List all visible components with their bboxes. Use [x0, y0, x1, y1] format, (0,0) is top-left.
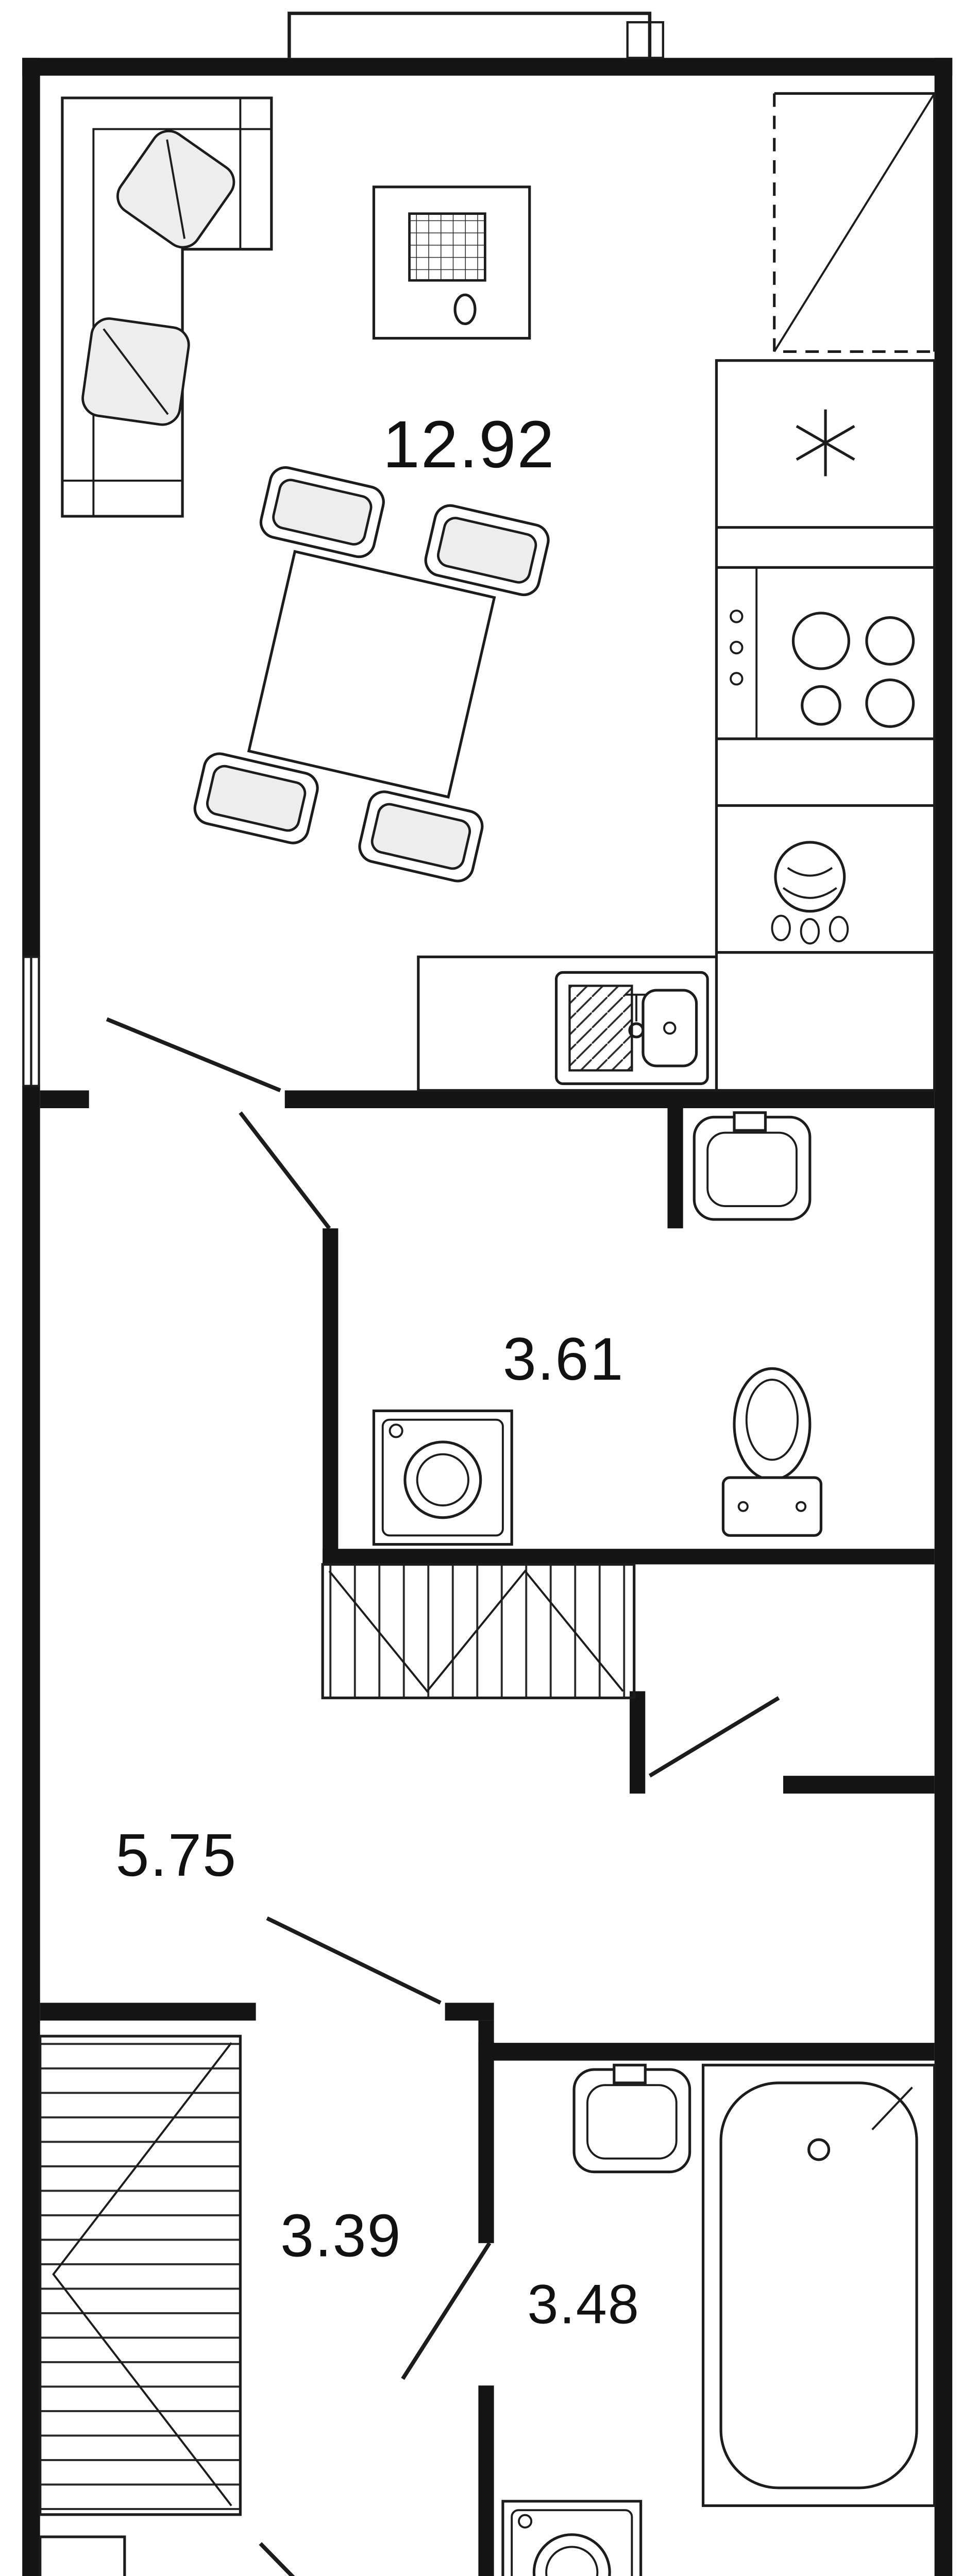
nightstand-icon [39, 2535, 126, 2576]
fridge-snowflake-icon [796, 409, 855, 477]
tall-cabinet-icon [773, 92, 936, 353]
room-area-label-bath-top: 3.61 [503, 1325, 624, 1393]
wall-hall-bath2-lower [478, 2385, 494, 2576]
room-area-labels: 12.92 3.61 5.75 3.39 3.48 9.84 [116, 408, 640, 2335]
room-area-label-living: 12.92 [383, 408, 555, 482]
wall-hall-top-left [40, 2003, 256, 2021]
chair-icon [259, 466, 385, 558]
door-leaf-icon [106, 1017, 281, 1093]
wall-left-lower [22, 1086, 40, 2576]
desk-computer-icon [372, 185, 531, 340]
wall-top [22, 58, 953, 76]
wardrobe-icon [39, 2035, 242, 2516]
bathtub-icon [701, 2063, 936, 2507]
room-area-label-corridor: 5.75 [116, 1821, 238, 1889]
kitchen-sink-icon [417, 955, 718, 1092]
walls [22, 58, 953, 2576]
washing-machine-icon [372, 1409, 513, 1546]
wall-bath1-left [323, 1228, 339, 1565]
wall-bath2-top [478, 2043, 935, 2061]
dining-table-icon [193, 466, 550, 883]
chair-icon [358, 790, 484, 883]
hall-and-bathroom-bottom [39, 2035, 936, 2576]
wall-corridor-divider [783, 1775, 935, 1794]
balcony-box-top [626, 21, 664, 59]
balconies [288, 11, 664, 59]
door-leaf-icon [266, 1916, 442, 2005]
wall-bath1-stub [667, 1108, 683, 1229]
window-icon [22, 956, 40, 1087]
bathroom-top [321, 1111, 822, 1700]
wall-left-upper [22, 58, 40, 957]
door-leaf-icon [648, 1696, 780, 1778]
washing-machine-icon [501, 2500, 643, 2576]
toilet-icon [721, 1367, 822, 1537]
sofa-icon [61, 96, 273, 518]
windows [22, 956, 40, 1087]
balcony-parapet-icon [288, 11, 652, 58]
door-leaf-icon [401, 2242, 492, 2380]
door-leaf-icon [259, 2542, 295, 2576]
wall-bath1-bottom [323, 1549, 935, 1565]
door-leaf-icon [239, 1111, 331, 1230]
wall-corridor-stub [630, 1691, 646, 1794]
room-area-label-bath-bottom: 3.48 [527, 2273, 640, 2335]
wash-basin-icon [693, 1111, 812, 1221]
dishwasher-icon [771, 841, 849, 945]
wall-right-upper [934, 58, 953, 2576]
living-room-kitchen [61, 92, 936, 1092]
doors [106, 1017, 780, 2576]
room-area-label-hall: 3.39 [280, 2202, 402, 2269]
chair-icon [193, 752, 319, 844]
wall-hall-top-right [445, 2003, 494, 2021]
wardrobe-icon [321, 1563, 636, 1700]
wall-living-divider [284, 1090, 935, 1109]
wall-living-divider-stub [40, 1090, 89, 1109]
wash-basin-icon [572, 2063, 691, 2174]
stove-burners-icon [730, 567, 915, 739]
chair-icon [424, 504, 550, 597]
